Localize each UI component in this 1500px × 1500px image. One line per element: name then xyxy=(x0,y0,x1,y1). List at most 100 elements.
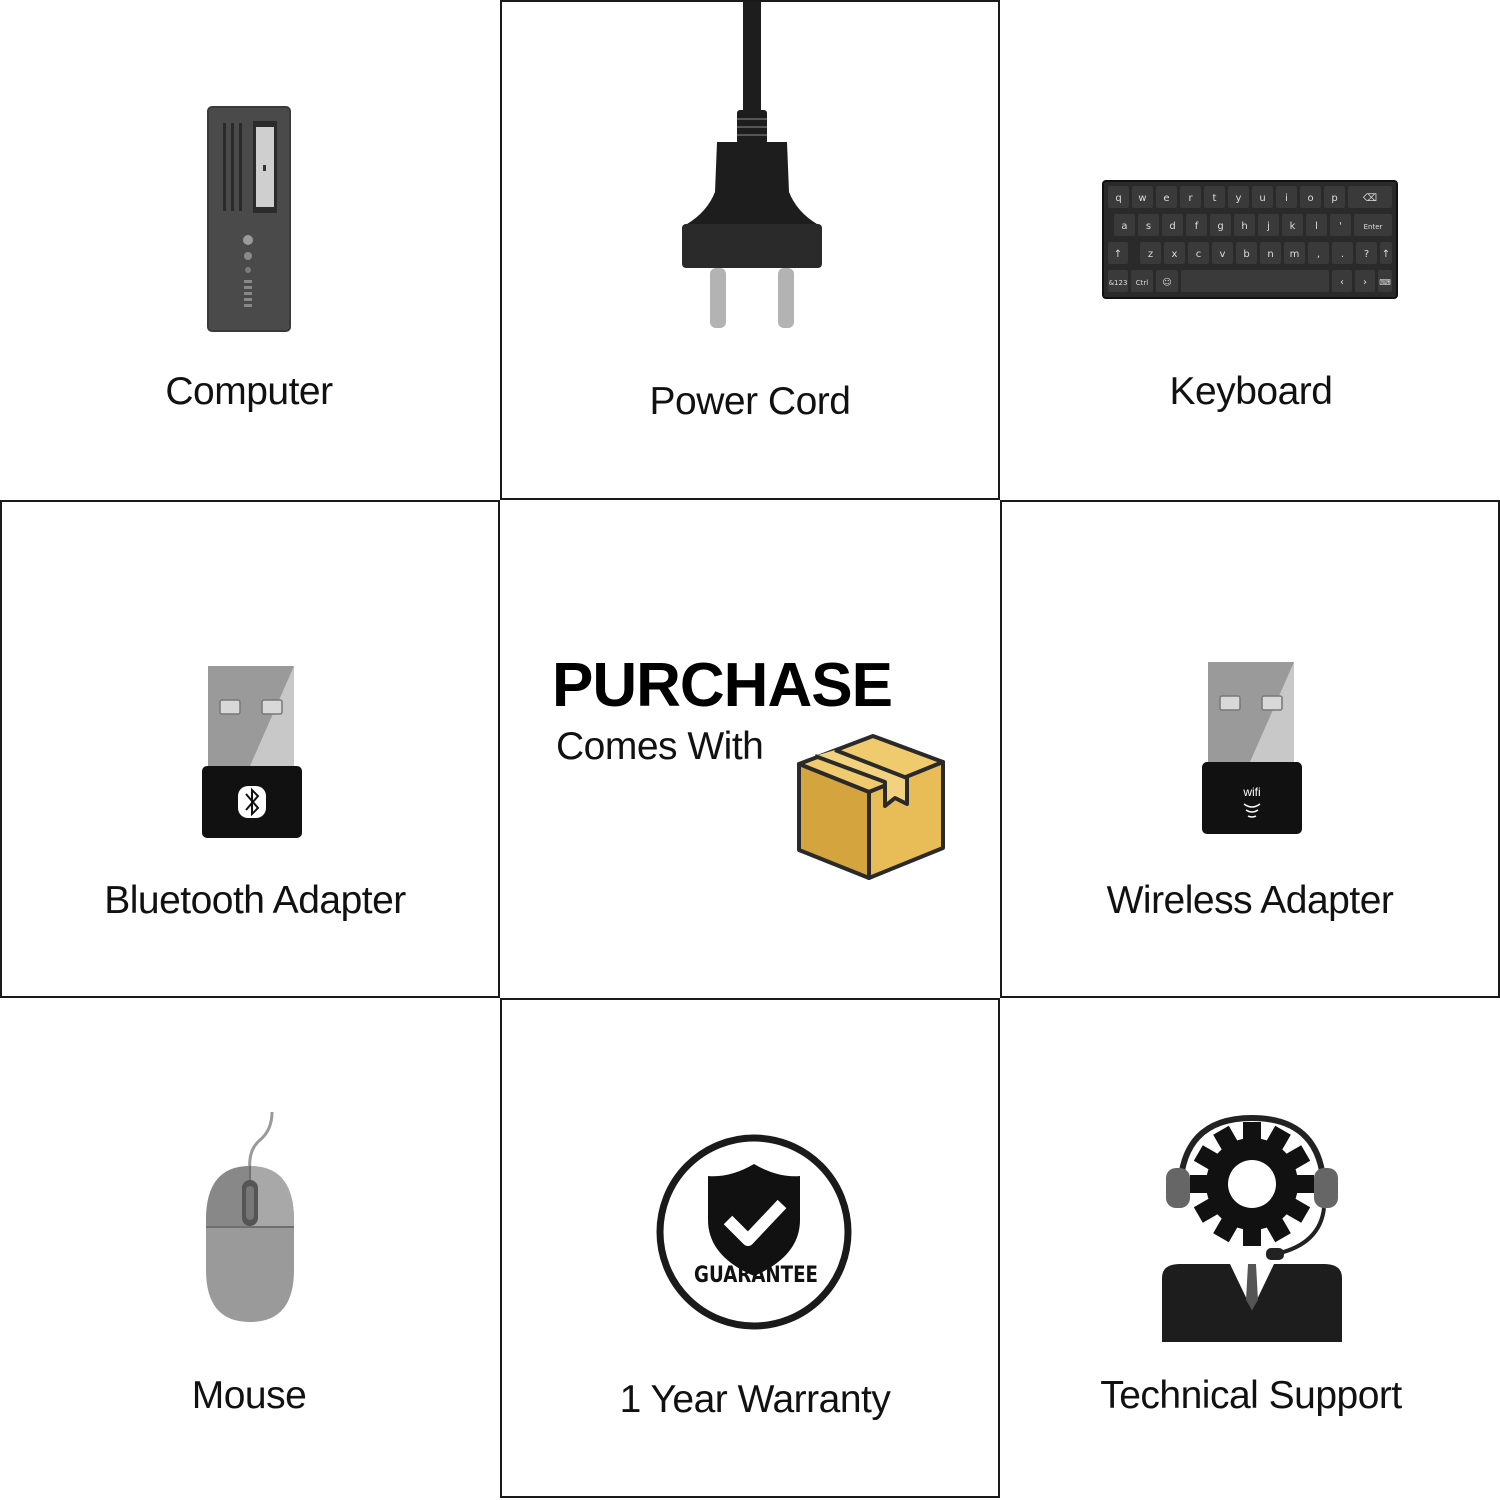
keyboard-key-label: ⌫ xyxy=(1363,193,1377,204)
item-label: Power Cord xyxy=(649,380,851,423)
keyboard-key-label: p xyxy=(1331,193,1337,204)
keyboard-key xyxy=(1354,214,1392,236)
keyboard-key-label: n xyxy=(1267,249,1273,260)
keyboard-key-label: › xyxy=(1363,277,1367,288)
keyboard-key xyxy=(1140,242,1161,264)
keyboard-key xyxy=(1378,270,1392,292)
item-warranty: GUARANTEE 1 Year Warranty xyxy=(500,998,1000,1498)
keyboard-key xyxy=(1108,242,1128,264)
item-technical-support: Technical Support xyxy=(1002,1002,1500,1500)
keyboard-key-label: f xyxy=(1195,221,1199,232)
keyboard-key-label: j xyxy=(1266,221,1270,232)
keyboard-key-label: ' xyxy=(1339,221,1342,232)
item-mouse: Mouse xyxy=(0,1002,498,1500)
keyboard-key xyxy=(1276,186,1297,208)
keyboard-key xyxy=(1132,186,1153,208)
keyboard-key-label: ? xyxy=(1364,249,1369,260)
keyboard-key-label: x xyxy=(1172,249,1178,260)
keyboard-key-label: l xyxy=(1315,221,1318,232)
keyboard-key xyxy=(1355,270,1375,292)
keyboard-key-label: d xyxy=(1169,221,1175,232)
purchase-subtitle: Comes With xyxy=(556,725,764,768)
keyboard-key xyxy=(1282,214,1303,236)
keyboard-key-label: r xyxy=(1188,193,1193,204)
item-label: Mouse xyxy=(191,1374,307,1417)
keyboard-key xyxy=(1252,186,1273,208)
bluetooth-usb-adapter-icon xyxy=(202,666,302,838)
keyboard-key xyxy=(1330,214,1351,236)
item-computer: Computer xyxy=(0,0,498,498)
item-power-cord: Power Cord xyxy=(500,0,1000,500)
keyboard-key xyxy=(1260,242,1281,264)
keyboard-key-label: q xyxy=(1115,193,1121,204)
keyboard-key-label: c xyxy=(1196,249,1202,260)
keyboard-key xyxy=(1332,242,1353,264)
keyboard-key xyxy=(1228,186,1249,208)
keyboard-key-label: g xyxy=(1217,221,1223,232)
keyboard-key-label: , xyxy=(1317,249,1320,260)
keyboard-key xyxy=(1300,186,1321,208)
keyboard-key xyxy=(1308,242,1329,264)
keyboard-key xyxy=(1324,186,1345,208)
keyboard-key-label: ↑ xyxy=(1114,249,1122,260)
keyboard-key xyxy=(1380,242,1392,264)
keyboard-key xyxy=(1306,214,1327,236)
keyboard-key-label: &123 xyxy=(1109,279,1128,287)
computer-tower-icon xyxy=(207,106,291,332)
keyboard-key-label: y xyxy=(1236,193,1242,204)
keyboard-key-label: m xyxy=(1290,249,1300,260)
keyboard-key-label: ⌨ xyxy=(1379,278,1391,287)
keyboard-key-label: o xyxy=(1307,193,1313,204)
keyboard-key xyxy=(1188,242,1209,264)
keyboard-key-label: k xyxy=(1290,221,1296,232)
keyboard-key xyxy=(1108,270,1128,292)
guarantee-label: GUARANTEE xyxy=(694,1263,818,1288)
keyboard-key-label: t xyxy=(1213,193,1217,204)
keyboard-key-label: z xyxy=(1148,249,1153,260)
keyboard-key xyxy=(1356,242,1377,264)
keyboard-key-label: e xyxy=(1163,193,1169,204)
package-box-icon xyxy=(797,734,945,880)
item-label: Technical Support xyxy=(1100,1374,1402,1417)
keyboard-key xyxy=(1131,270,1153,292)
keyboard-key-label: v xyxy=(1220,249,1226,260)
keyboard-key xyxy=(1348,186,1392,208)
keyboard-key-label: h xyxy=(1241,221,1247,232)
keyboard-key xyxy=(1332,270,1352,292)
keyboard-key xyxy=(1210,214,1231,236)
keyboard-key xyxy=(1164,242,1185,264)
keyboard-key xyxy=(1284,242,1305,264)
keyboard-key-label: ‹ xyxy=(1340,277,1344,288)
keyboard-key xyxy=(1156,270,1178,292)
keyboard-key xyxy=(1108,186,1129,208)
keyboard-key-label: s xyxy=(1146,221,1151,232)
mouse-icon xyxy=(206,1111,294,1322)
keyboard-key-label: a xyxy=(1121,221,1127,232)
keyboard-key xyxy=(1138,214,1159,236)
item-label: Keyboard xyxy=(1169,370,1333,413)
keyboard-key xyxy=(1180,186,1201,208)
item-label: Computer xyxy=(165,370,333,413)
keyboard-key-label: i xyxy=(1285,193,1288,204)
technical-support-agent-icon xyxy=(1162,1114,1342,1342)
keyboard-key xyxy=(1236,242,1257,264)
item-label: 1 Year Warranty xyxy=(619,1378,891,1421)
keyboard-key-label: . xyxy=(1341,249,1344,260)
wifi-label: wifi xyxy=(1242,785,1260,799)
purchase-title: PURCHASE xyxy=(552,651,893,720)
keyboard-key xyxy=(1181,270,1329,292)
keyboard-key xyxy=(1186,214,1207,236)
keyboard-key-label: u xyxy=(1259,193,1265,204)
keyboard-key-label: Ctrl xyxy=(1136,279,1149,287)
keyboard-key xyxy=(1212,242,1233,264)
keyboard-key-label: ↑ xyxy=(1382,249,1390,260)
keyboard-key xyxy=(1162,214,1183,236)
keyboard-key xyxy=(1258,214,1279,236)
keyboard-key-label: Enter xyxy=(1364,223,1383,231)
keyboard-key-label: ☺ xyxy=(1162,277,1171,288)
keyboard-key xyxy=(1204,186,1225,208)
power-plug-icon xyxy=(682,2,822,328)
item-label: Wireless Adapter xyxy=(1106,879,1394,922)
